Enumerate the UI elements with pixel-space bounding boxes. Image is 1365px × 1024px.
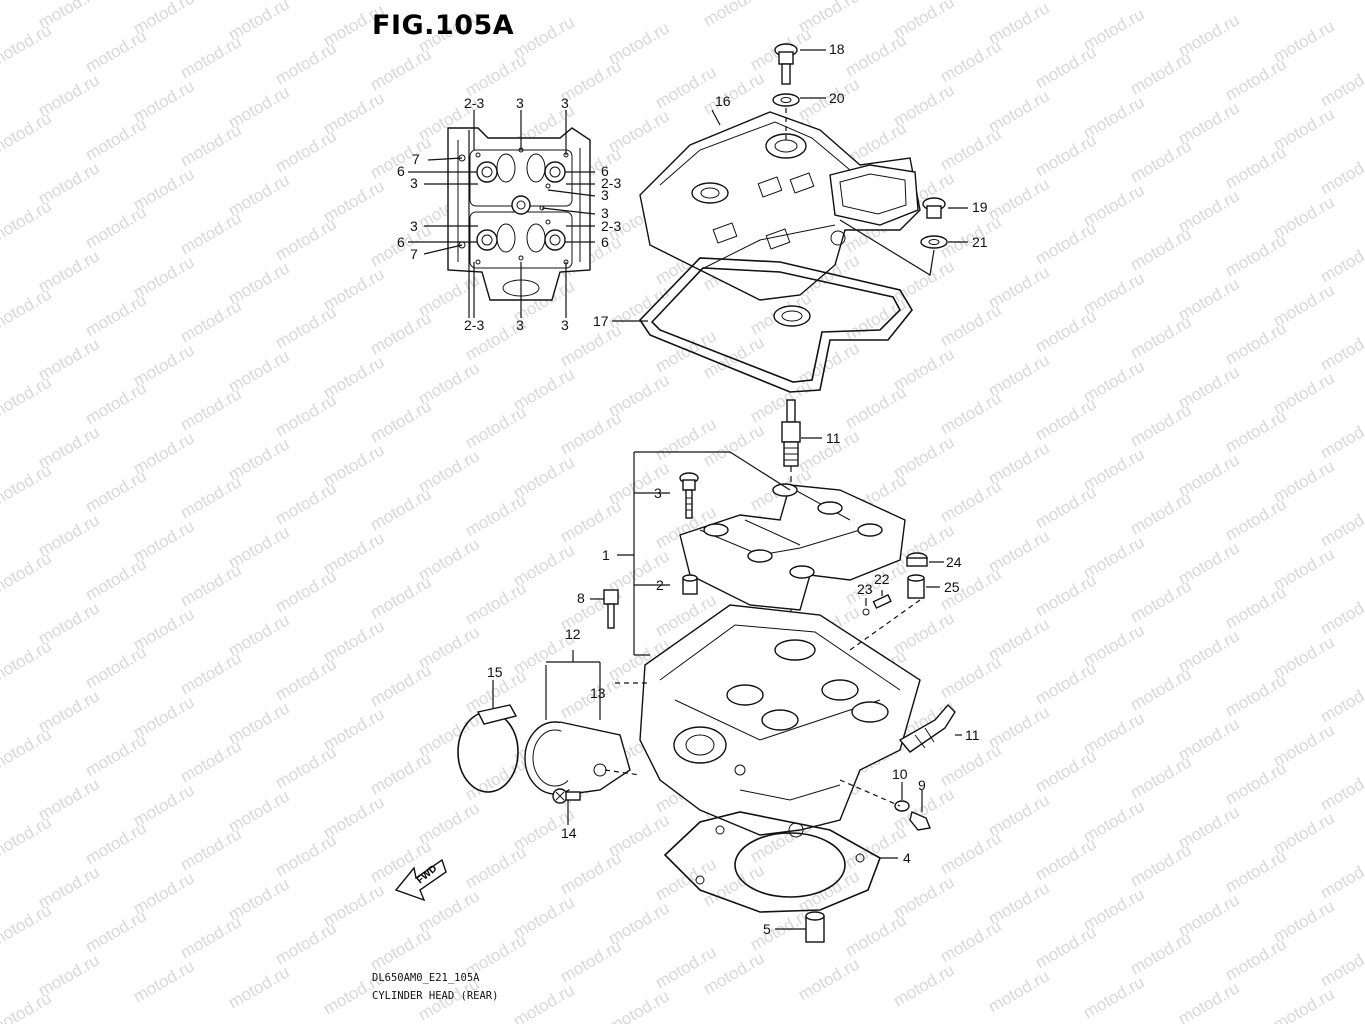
callout-11-side: 11 <box>965 727 980 743</box>
inset-callout: 2-3 <box>601 175 621 191</box>
hex-bolt-8 <box>590 589 619 629</box>
inset-callout: 3 <box>601 187 609 203</box>
figure-footer: DL650AM0_E21_105A CYLINDER HEAD (REAR) <box>372 969 498 1005</box>
spark-plug-side <box>898 703 962 753</box>
callout-9: 9 <box>918 777 926 793</box>
intake-pipe <box>524 650 641 795</box>
inset-callout: 3 <box>516 95 524 111</box>
cylinder-dowel <box>775 911 825 943</box>
inset-callout: 3 <box>410 218 418 234</box>
callout-3: 3 <box>654 485 662 501</box>
cover-bolt-and-washers <box>711 43 968 276</box>
inset-callout: 7 <box>410 246 418 262</box>
callout-20: 20 <box>829 90 845 106</box>
callout-5: 5 <box>763 921 771 937</box>
inset-callout: 6 <box>601 163 609 179</box>
intake-screw <box>552 788 581 825</box>
callout-24: 24 <box>946 554 962 570</box>
inset-callout: 6 <box>397 234 405 250</box>
inset-callout: 7 <box>412 151 420 167</box>
callout-14: 14 <box>561 825 577 841</box>
callout-10: 10 <box>892 766 908 782</box>
inset-callout: 6 <box>601 234 609 250</box>
camshaft-holder <box>617 451 906 656</box>
cylinder-head <box>615 604 921 838</box>
callout-2: 2 <box>656 577 664 593</box>
callout-19: 19 <box>972 199 988 215</box>
inset-callout: 2-3 <box>601 218 621 234</box>
dowel-pin <box>682 574 698 595</box>
callout-1: 1 <box>602 547 610 563</box>
inset-callout: 3 <box>516 317 524 333</box>
callout-13: 13 <box>590 685 606 701</box>
bolt-and-washer-9-10 <box>839 779 931 831</box>
cover-gasket <box>612 257 913 393</box>
inset-callout: 2-3 <box>464 317 484 333</box>
camshaft-holder-bolt <box>679 472 699 519</box>
figure-code: DL650AM0_E21_105A <box>372 972 480 984</box>
intake-clamp <box>457 680 519 793</box>
callout-18: 18 <box>829 41 845 57</box>
callout-8: 8 <box>577 590 585 606</box>
inset-callout: 2-3 <box>464 95 484 111</box>
figure-title: FIG.105A <box>372 10 515 41</box>
head-side-parts <box>849 552 944 651</box>
cylinder-head-top-view-inset <box>408 110 596 318</box>
inset-callout: 3 <box>561 95 569 111</box>
head-gasket <box>663 811 898 913</box>
callout-17: 17 <box>593 313 609 329</box>
inset-callout: 3 <box>410 175 418 191</box>
callout-23: 23 <box>857 581 873 597</box>
callout-22: 22 <box>874 571 890 587</box>
callout-11-top: 11 <box>826 430 841 446</box>
inset-callout: 3 <box>601 205 609 221</box>
callout-25: 25 <box>944 579 960 595</box>
cylinder-head-cover <box>639 111 921 301</box>
callout-16: 16 <box>715 93 731 109</box>
callout-4: 4 <box>903 850 911 866</box>
inset-callout: 3 <box>561 317 569 333</box>
figure-caption: CYLINDER HEAD (REAR) <box>372 990 499 1002</box>
callout-21: 21 <box>972 234 988 250</box>
fwd-direction-arrow: FWD <box>394 858 447 902</box>
inset-callout: 6 <box>397 163 405 179</box>
callout-15: 15 <box>487 664 503 680</box>
callout-12: 12 <box>565 626 581 642</box>
